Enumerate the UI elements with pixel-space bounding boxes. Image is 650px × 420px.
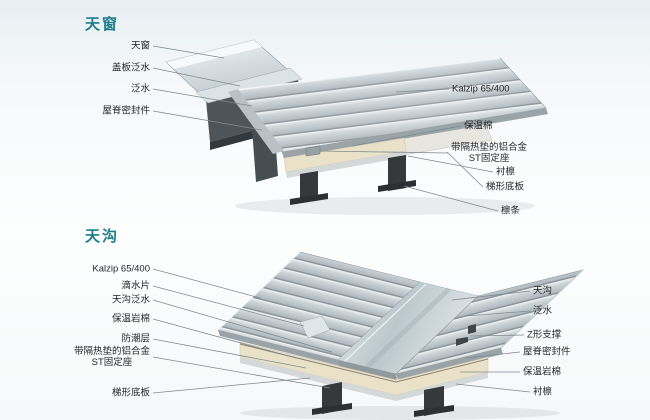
left-slope-edge [217,251,301,331]
label-flashing-2: 泛水 [533,305,553,317]
section-title-skylight: 天窗 [85,16,120,33]
label-flashing: 泛水 [130,83,150,95]
cover-flashing [195,67,303,104]
leader-flashing-2 [465,310,531,317]
skylight-panel-highlight [166,40,262,69]
purlin-foot [312,403,352,415]
ridge-seal-strip [228,89,284,154]
leader-kalzip [395,88,450,93]
leader-liner-purlin-2 [455,383,531,393]
label-purlin: 檩条 [501,205,521,217]
leader-trapezoidal-deck-2 [152,377,311,394]
leader-lines [152,45,531,394]
leader-ridge-seal-2 [465,351,521,359]
purlin-foot [378,180,416,192]
label-gutter: 天沟 [533,285,553,297]
label-st-clip-2: 带隔热垫的铝合金 ST固定座 [73,346,150,368]
label-ridge-seal: 屋脊密封件 [102,105,150,117]
leader-gutter-flashing [152,299,333,353]
label-st-clip: 带隔热垫的铝合金 ST固定座 [451,142,528,164]
leader-trapezoidal-deck [446,151,484,188]
leader-purlin [403,185,499,212]
label-vapor-barrier: 防潮层 [121,333,150,345]
label-drip-plate: 滴水片 [121,280,150,292]
leader-insulation [351,125,462,147]
drip-plate [299,315,331,339]
section-title-gutter: 天沟 [85,228,120,245]
purlin-foot [414,405,454,417]
leader-cover-flashing [152,67,241,87]
roof-sheen [236,58,546,152]
label-liner-purlin: 衬檩 [496,166,516,178]
roof-front-edge [282,108,548,159]
label-trapezoidal-deck-2: 梯形底板 [111,387,150,399]
leader-gutter [451,290,531,301]
gutter-detail-illustration [217,251,585,420]
leader-rockwool [152,318,297,359]
label-rockwool: 保温岩棉 [111,313,150,325]
roof-back-edge [235,57,501,91]
leader-st-clip [319,150,449,154]
leader-st-clip-2 [152,356,331,389]
label-insulation: 保温棉 [464,120,493,132]
leader-z-support [469,334,525,337]
label-kalzip-65-400: Kalzip 65/400 [452,83,510,95]
right-front-edge [396,348,503,380]
purlin-bracket [300,171,318,203]
st-clip [305,145,321,157]
leader-flashing [152,88,253,107]
label-cover-flashing: 盖板泛水 [111,62,150,74]
ground-shadow [240,406,560,420]
label-ridge-seal-2: 屋脊密封件 [523,346,571,358]
liner-sheet [286,151,407,178]
left-front-edge [218,330,340,366]
gutter-edge-highlight [343,283,427,363]
label-gutter-flashing: 天沟泛水 [111,294,150,306]
ground-shadow [235,197,535,215]
leader-ridge-seal [152,110,263,131]
label-z-support: Z形支撑 [527,329,562,341]
skylight-detail-illustration [165,39,548,215]
label-liner-purlin-2: 衬檩 [533,386,553,398]
label-trapezoidal-deck: 梯形底板 [486,181,525,193]
gutter-fold [365,287,451,369]
purlin-foot [290,193,328,205]
leader-vapor-barrier [152,338,307,369]
leader-skylight [152,45,225,59]
gutter-front-edge [338,360,397,380]
leader-liner-purlin [407,155,494,173]
leader-kalzip-2 [152,268,261,299]
leader-drip-plate [152,285,305,327]
label-skylight: 天窗 [130,40,150,52]
purlin-bracket [388,155,406,191]
label-kalzip-65-400-2: Kalzip 65/400 [92,263,150,275]
z-support [456,324,476,346]
label-rockwool-2: 保温岩棉 [523,366,562,378]
